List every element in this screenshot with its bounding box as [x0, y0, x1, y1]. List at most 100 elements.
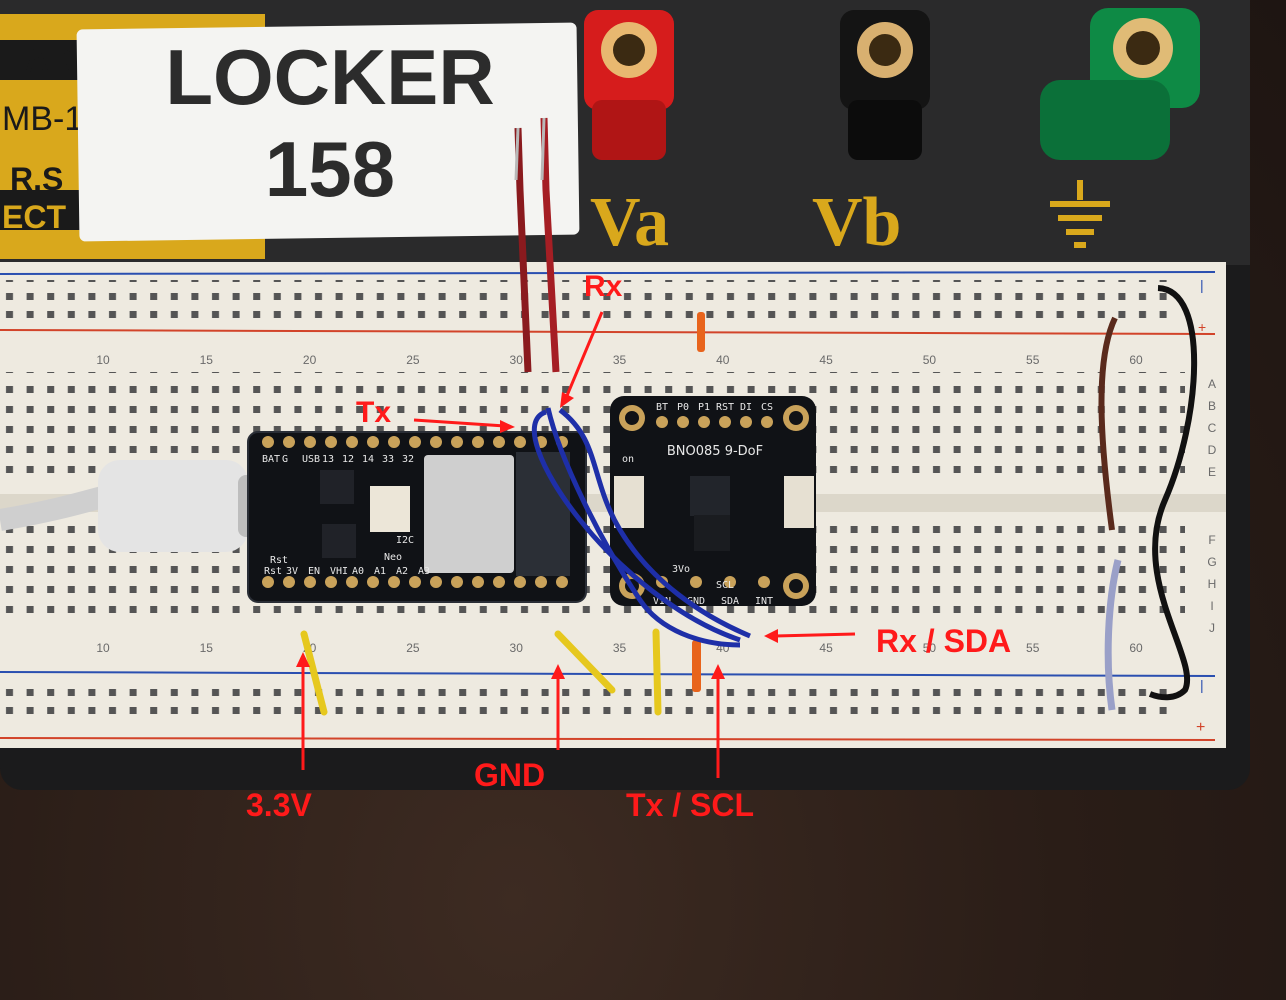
bno085-pin-pad	[761, 416, 773, 428]
arrow-rx	[564, 311, 604, 399]
feather-pin-pad	[514, 436, 526, 448]
orange-jumper-bottom	[692, 640, 701, 692]
feather-pin-pad	[556, 576, 568, 588]
bno085-bottom-pin-label: INT	[755, 596, 773, 607]
column-number-bottom: 60	[1129, 641, 1143, 655]
feather-pin-pad	[535, 576, 547, 588]
lavender-wire	[1104, 559, 1122, 711]
column-number-top: 60	[1129, 353, 1143, 367]
svg-text:+: +	[1198, 319, 1206, 335]
bno085-bottom-pin-label: GND	[687, 596, 705, 607]
blue-wires	[531, 407, 751, 648]
bno085-pin-pad	[690, 576, 702, 588]
panel-label-line3: R.S	[10, 161, 63, 197]
feather-top-pin-label: G	[282, 454, 288, 465]
row-letter: B	[1208, 399, 1216, 413]
feather-pin-pad	[493, 576, 505, 588]
annotations: Rx Tx Rx / SDA 3.3V GND Tx / SCL	[246, 270, 1011, 823]
bno085-title: BNO085 9-DoF	[667, 444, 763, 459]
black-wire	[1148, 285, 1198, 701]
column-number-top: 50	[923, 353, 937, 367]
feather-pin-pad	[430, 436, 442, 448]
feather-bottom-pin-label: EN	[308, 566, 320, 577]
bno085-top-pin-label: RST	[716, 402, 734, 413]
feather-bottom-pin-label: A2	[396, 566, 408, 577]
feather-pin-pad	[283, 436, 295, 448]
bno085-pin-pad	[656, 416, 668, 428]
feather-bottom-pin-label: A3	[418, 566, 430, 577]
feather-top-pin-label: 12	[342, 454, 354, 465]
bno085-label-on: on	[622, 454, 634, 465]
feather-pin-pad	[430, 576, 442, 588]
terminal-ground[interactable]	[1040, 8, 1200, 248]
feather-pin-pad	[346, 436, 358, 448]
feather-pin-pad	[346, 576, 358, 588]
svg-text:+: +	[1196, 719, 1205, 736]
feather-pin-pad	[325, 436, 337, 448]
bno085-pin-pad	[677, 416, 689, 428]
terminal-va[interactable]: Va	[584, 10, 674, 261]
row-letter: I	[1210, 599, 1213, 613]
feather-pin-pad	[262, 576, 274, 588]
orange-jumper-top	[697, 312, 705, 352]
feather-pin-pad	[472, 576, 484, 588]
feather-top-pin-label: USB	[302, 454, 320, 465]
column-number-bottom: 55	[1026, 641, 1040, 655]
feather-pin-pad	[262, 436, 274, 448]
column-number-bottom: 25	[406, 641, 420, 655]
arrow-tx	[413, 418, 506, 428]
bno085-pin-pad	[719, 416, 731, 428]
row-letter: A	[1208, 377, 1216, 391]
feather-top-pin-label: 13	[322, 454, 334, 465]
label-rx-sda: Rx / SDA	[876, 623, 1011, 659]
feather-top-pin-label: BAT	[262, 454, 280, 465]
bno085-pin-pad	[740, 416, 752, 428]
bno085-top-pin-label: P1	[698, 402, 710, 413]
feather-pin-pad	[493, 436, 505, 448]
column-number-bottom: 10	[96, 641, 110, 655]
column-number-top: 35	[613, 353, 627, 367]
column-number-top: 10	[96, 353, 110, 367]
column-number-top: 25	[406, 353, 420, 367]
bno085-pin-pad	[758, 576, 770, 588]
arrow-rx-sda	[774, 632, 856, 638]
sticker-line2: 158	[265, 125, 395, 213]
feather-pin-pad	[367, 576, 379, 588]
feather-pin-pad	[304, 576, 316, 588]
feather-pin-pad	[451, 576, 463, 588]
bno085-label-scl: SCL	[716, 580, 734, 591]
feather-pin-pad	[388, 436, 400, 448]
bno085-top-pin-label: BT	[656, 402, 668, 413]
feather-pin-pad	[325, 576, 337, 588]
column-number-bottom: 50	[923, 641, 937, 655]
column-number-top: 55	[1026, 353, 1040, 367]
bno085-top-pin-label: P0	[677, 402, 689, 413]
bno085-label-3vo: 3Vo	[672, 564, 690, 575]
column-number-top: 20	[303, 353, 317, 367]
column-number-top: 45	[819, 353, 833, 367]
bno085-top-pin-label: DI	[740, 402, 752, 413]
row-letter: F	[1208, 533, 1215, 547]
feather-pin-pad	[409, 436, 421, 448]
row-letter: D	[1208, 443, 1217, 457]
column-number-top: 15	[200, 353, 214, 367]
svg-text:|: |	[1200, 277, 1204, 293]
panel-label-line1: EAD	[2, 42, 74, 80]
bno085-pin-pad	[724, 576, 736, 588]
feather-bottom-pin-label: A1	[374, 566, 386, 577]
feather-top-pin-label: 33	[382, 454, 394, 465]
terminal-vb[interactable]: Vb	[812, 10, 930, 261]
column-number-top: 30	[510, 353, 524, 367]
label-tx-scl: Tx / SCL	[626, 787, 754, 823]
feather-bottom-pin-label: A0	[352, 566, 364, 577]
column-number-bottom: 30	[510, 641, 524, 655]
feather-pin-pad	[409, 576, 421, 588]
row-letter: J	[1209, 621, 1215, 635]
